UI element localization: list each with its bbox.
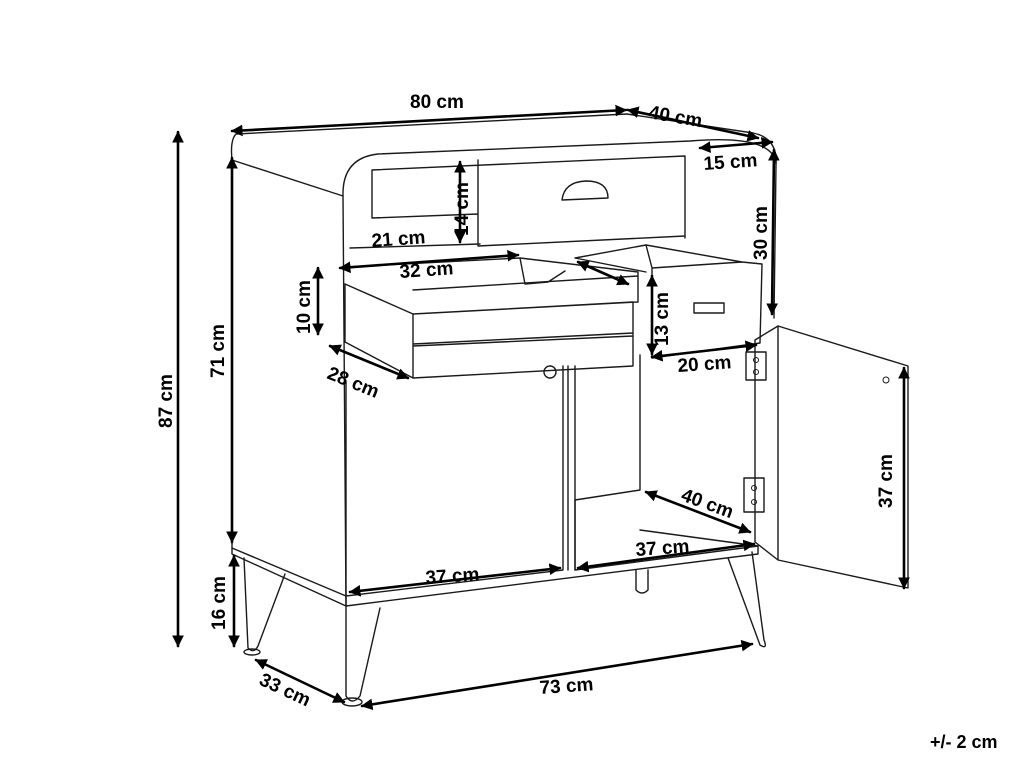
hinge-knob — [543, 365, 557, 379]
lower-hinge — [743, 477, 765, 513]
small-drawer-height-label: 13 cm — [652, 292, 673, 346]
inner-depth-label: 40 cm — [678, 485, 736, 523]
base-width-line — [360, 639, 754, 711]
right-door-width-label: 37 cm — [635, 536, 690, 561]
body-height-label: 71 cm — [208, 324, 229, 378]
side-height-line — [766, 148, 780, 316]
width-label: 80 cm — [410, 92, 464, 113]
front-right-leg — [727, 551, 767, 648]
left-door-width-line — [348, 563, 562, 597]
upper-hinge — [745, 351, 767, 381]
small-drawer-width-line — [650, 340, 758, 362]
small-drawer-handle — [693, 302, 725, 314]
dimension-lines — [172, 104, 910, 711]
drawer-top-depth-line — [338, 249, 520, 274]
door-height-label: 37 cm — [876, 454, 897, 508]
back-right-leg — [635, 569, 649, 594]
front-left-leg — [345, 605, 381, 702]
top-height-label: 14 cm — [452, 182, 473, 236]
tolerance-note: +/- 2 cm — [930, 732, 998, 752]
base-depth-label: 33 cm — [256, 669, 314, 711]
shelf-depth-label: 15 cm — [703, 150, 758, 175]
drawer-width-line — [576, 260, 630, 286]
side-height-label: 30 cm — [751, 206, 772, 260]
dimension-labels: 80 cm 40 cm 15 cm 14 cm 30 cm 21 cm 32 c… — [156, 92, 998, 752]
drawer-top-depth-label: 21 cm — [371, 227, 426, 252]
base-depth-line — [254, 658, 346, 704]
drawer-width-label: 32 cm — [399, 258, 454, 283]
shelf-depth-line — [698, 137, 774, 153]
foot-pad — [243, 648, 261, 656]
door-screw — [882, 376, 890, 384]
small-drawer-width-label: 20 cm — [677, 352, 732, 377]
left-door-width-label: 37 cm — [425, 564, 480, 589]
cabinet-drawing — [230, 113, 909, 707]
drawer-depth-line — [328, 344, 410, 380]
right-door-width-line — [576, 539, 756, 573]
drawer-cup-handle — [561, 180, 609, 201]
open-drawer — [344, 257, 639, 379]
base-width-label: 73 cm — [539, 674, 594, 699]
top-compartment — [349, 155, 686, 249]
width-line — [230, 104, 628, 137]
drawer-height-label: 10 cm — [294, 280, 315, 334]
center-divider — [567, 365, 576, 571]
drawer-depth-label: 28 cm — [324, 363, 382, 403]
back-left-leg — [243, 557, 286, 652]
leg-height-label: 16 cm — [209, 576, 230, 630]
left-door — [345, 365, 564, 597]
total-height-label: 87 cm — [156, 374, 177, 428]
depth-label: 40 cm — [647, 102, 704, 132]
inner-depth-line — [644, 490, 752, 534]
depth-line — [626, 106, 760, 142]
